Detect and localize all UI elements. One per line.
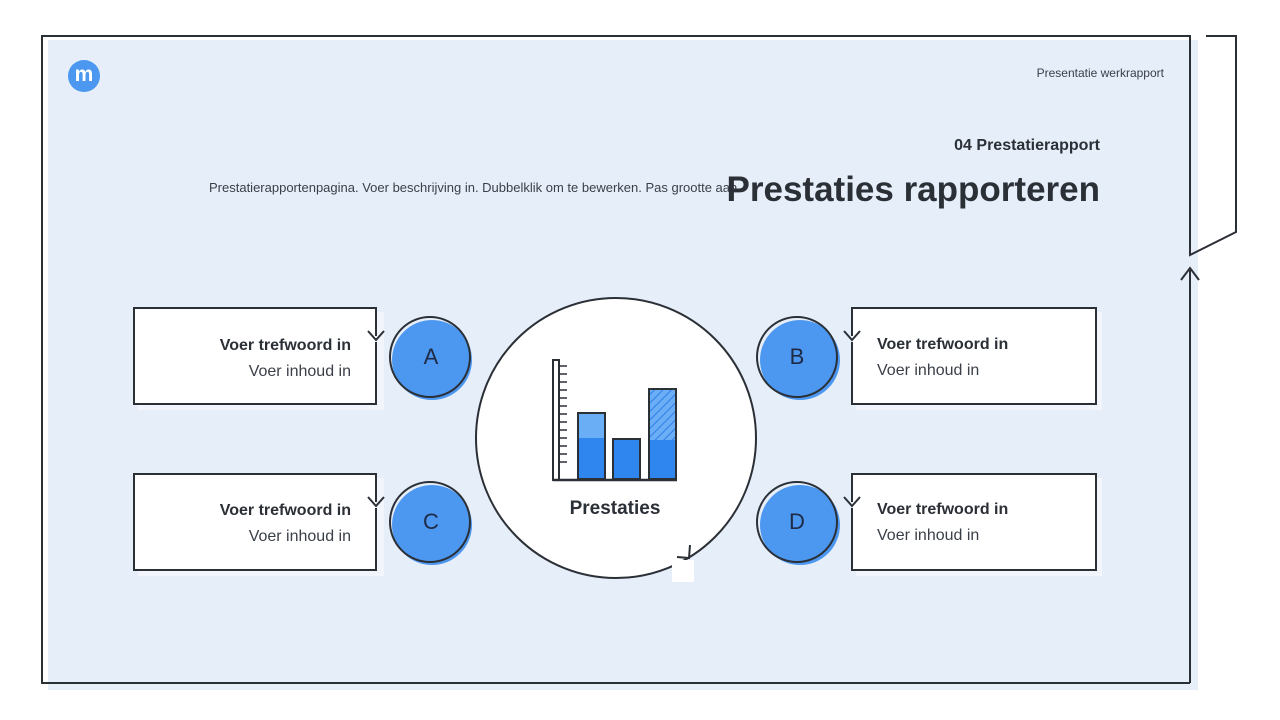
badge-b-letter: B xyxy=(789,344,805,369)
item-b-content[interactable]: Voer inhoud in xyxy=(877,362,980,379)
page-description[interactable]: Prestatierapportenpagina. Voer beschrijv… xyxy=(209,180,738,195)
item-a-text[interactable]: Voer trefwoord in Voer inhoud in xyxy=(151,333,351,385)
badge-c-letter: C xyxy=(423,509,439,534)
item-a-keyword[interactable]: Voer trefwoord in xyxy=(219,337,351,354)
item-c-keyword[interactable]: Voer trefwoord in xyxy=(219,502,351,519)
brand-logo-icon: m xyxy=(68,60,100,92)
header-title: Presentatie werkrapport xyxy=(1036,66,1164,80)
badge-a-letter: A xyxy=(423,344,439,369)
item-c-text[interactable]: Voer trefwoord in Voer inhoud in xyxy=(151,498,351,550)
item-b-keyword[interactable]: Voer trefwoord in xyxy=(877,336,1009,353)
item-d-keyword[interactable]: Voer trefwoord in xyxy=(877,501,1009,518)
badge-a xyxy=(389,316,472,400)
item-d-text[interactable]: Voer trefwoord in Voer inhoud in xyxy=(877,497,1077,549)
page-title[interactable]: Prestaties rapporteren xyxy=(726,170,1100,209)
up-arrow-icon xyxy=(1180,266,1200,281)
badge-d-letter: D xyxy=(789,509,805,534)
section-label: 04 Prestatierapport xyxy=(954,137,1100,154)
item-d-content[interactable]: Voer inhoud in xyxy=(877,527,980,544)
center-label[interactable]: Prestaties xyxy=(569,498,661,519)
badge-c xyxy=(389,481,472,565)
item-c-content[interactable]: Voer inhoud in xyxy=(248,528,351,545)
panel-outline xyxy=(41,35,1237,684)
item-b-text[interactable]: Voer trefwoord in Voer inhoud in xyxy=(877,332,1077,384)
box-c xyxy=(133,473,385,576)
box-d xyxy=(843,473,1102,576)
box-a xyxy=(133,307,385,410)
item-a-content[interactable]: Voer inhoud in xyxy=(248,363,351,380)
box-b xyxy=(843,307,1102,410)
badge-b xyxy=(756,316,840,400)
badge-d xyxy=(756,481,840,565)
bar-chart-icon xyxy=(552,359,677,482)
